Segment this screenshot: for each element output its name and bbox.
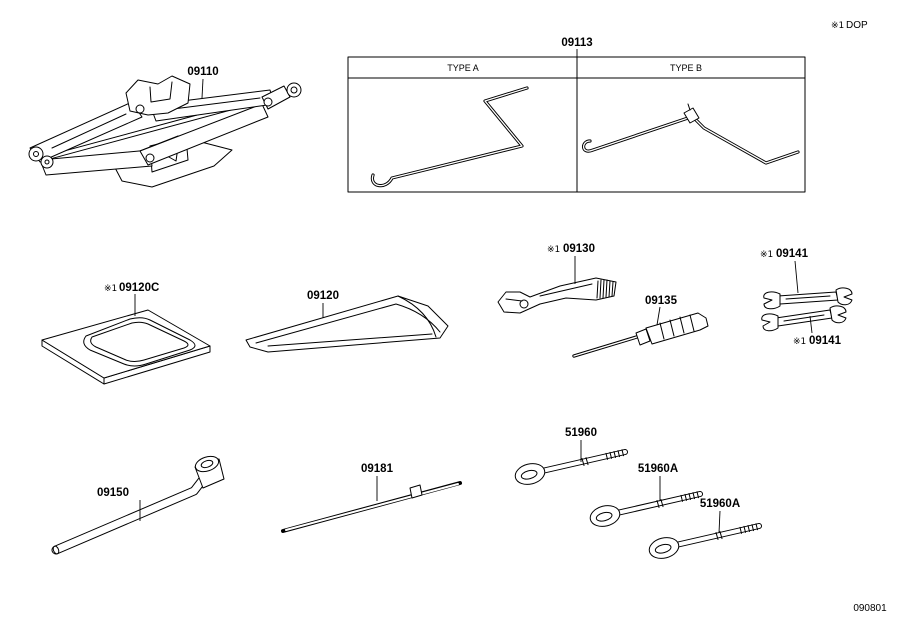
screwdriver-illustration [572,312,709,358]
part-label-lug-wrench: 09150 [97,487,129,499]
jack-handle-rod-illustration [281,481,462,533]
lug-wrench-illustration [51,455,225,555]
eye-bolt-3-illustration [647,524,759,562]
part-label-eye-bolt-1: 51960 [565,427,597,439]
legend-text: DOP [846,20,868,31]
wrench-lower-illustration [761,305,847,332]
leader-09135 [656,306,661,326]
figure-code: 090801 [853,603,887,614]
part-label-pad: 09120C [119,282,159,294]
handle-table [347,56,806,193]
part-label-jack: 09110 [187,66,218,78]
part-label-bag: 09120 [307,290,339,302]
pliers-illustration [497,277,617,314]
part-label-eye-bolt-3: 51960A [700,498,740,510]
part-label-screwdriver: 09135 [645,295,678,307]
eye-bolt-2-illustration [588,492,700,530]
legend-mark: ※1 [831,21,844,31]
part-label-wrench-upper: 09141 [776,248,809,260]
part-label-wrench-lower: 09141 [809,335,842,347]
pad-illustration [41,309,211,385]
part-label-pliers: 09130 [563,243,595,255]
leader-09110 [201,78,204,99]
type-b-header: TYPE B [670,63,702,73]
type-a-header: TYPE A [447,63,479,73]
eye-bolt-1-illustration [513,450,625,488]
wrench-lower-mark: ※1 [793,337,806,347]
tool-bag-illustration [245,295,449,353]
handle-type-a-illustration [370,86,529,188]
leader-09141-upper [794,260,799,294]
leader-51960a-2 [718,510,721,534]
wrench-upper-mark: ※1 [760,250,773,260]
jack-illustration [28,75,302,188]
pad-mark: ※1 [104,284,117,294]
part-label-eye-bolt-2: 51960A [638,463,678,475]
part-label-rod: 09181 [361,463,394,475]
wrench-upper-illustration [763,287,853,310]
pliers-mark: ※1 [547,245,560,255]
leader-09141-lower [809,315,813,334]
handle-type-b-illustration [582,103,800,165]
part-label-handle: 09113 [561,37,592,49]
